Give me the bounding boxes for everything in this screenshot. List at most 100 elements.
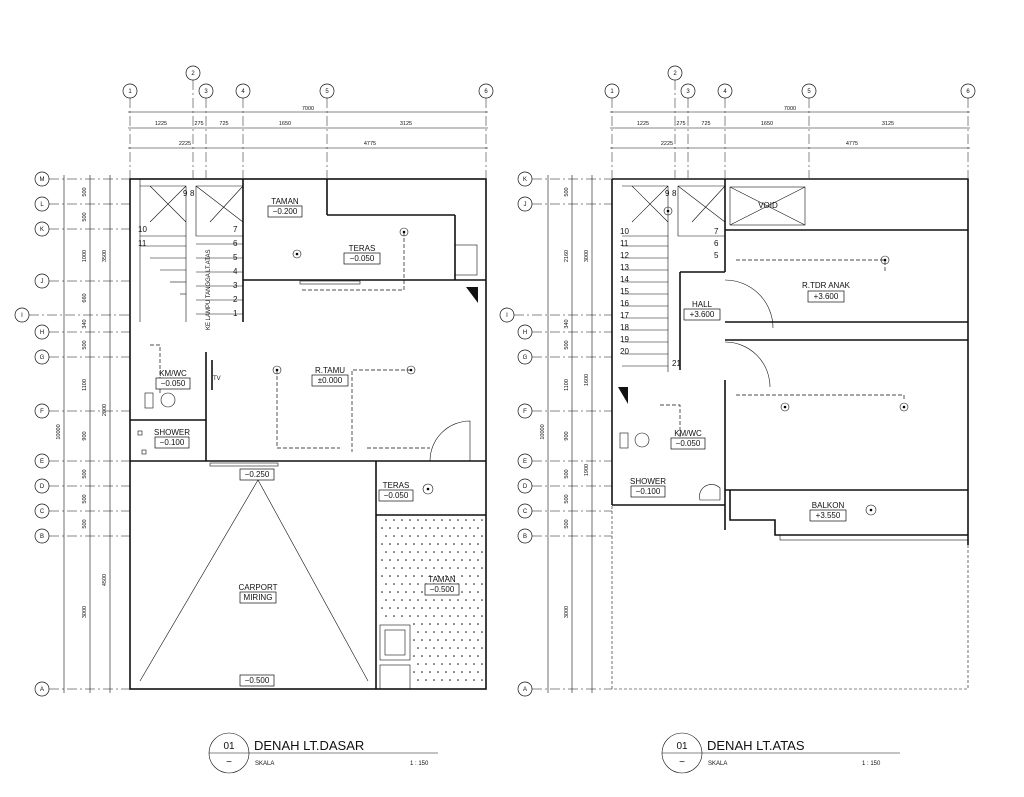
hatch-dot — [389, 575, 391, 577]
hatch-dot — [393, 599, 395, 601]
hatch-dot — [385, 615, 387, 617]
svg-text:E: E — [40, 459, 44, 465]
hatch-dot — [457, 679, 459, 681]
garden-hatch — [381, 519, 483, 681]
svg-text:1: 1 — [233, 309, 238, 318]
plan-lt-atas: 1 2 3 4 5 6 7000 1225 275 725 1650 3125 … — [499, 65, 976, 774]
hatch-dot — [409, 599, 411, 601]
hatch-dot — [469, 559, 471, 561]
hatch-dot — [405, 559, 407, 561]
hatch-dot — [477, 575, 479, 577]
svg-text:500: 500 — [82, 340, 88, 349]
hatch-dot — [381, 575, 383, 577]
hatch-dot — [469, 639, 471, 641]
hatch-dot — [441, 679, 443, 681]
svg-text:8: 8 — [672, 189, 677, 198]
hatch-dot — [433, 551, 435, 553]
hatch-dot — [473, 679, 475, 681]
svg-text:500: 500 — [82, 469, 88, 478]
hatch-dot — [393, 535, 395, 537]
svg-text:9: 9 — [183, 189, 188, 198]
hatch-dot — [381, 591, 383, 593]
hatch-dot — [381, 559, 383, 561]
hatch-dot — [457, 519, 459, 521]
hatch-dot — [409, 551, 411, 553]
svg-text:2225: 2225 — [179, 141, 191, 147]
hatch-dot — [437, 575, 439, 577]
svg-text:−0.500: −0.500 — [430, 585, 455, 594]
top-dimensions: 7000 1225 275 725 1650 3125 2225 4775 — [128, 80, 488, 178]
hatch-dot — [417, 567, 419, 569]
hatch-dot — [481, 551, 483, 553]
svg-text:−0.050: −0.050 — [350, 254, 375, 263]
hatch-dot — [413, 575, 415, 577]
svg-text:1225: 1225 — [155, 121, 167, 127]
svg-text:10: 10 — [138, 225, 147, 234]
hatch-dot — [413, 607, 415, 609]
svg-text:KM/WC: KM/WC — [674, 429, 702, 438]
hatch-dot — [481, 519, 483, 521]
hatch-dot — [469, 607, 471, 609]
hatch-dot — [445, 543, 447, 545]
svg-text:660: 660 — [82, 293, 88, 302]
hatch-dot — [425, 567, 427, 569]
hatch-dot — [445, 623, 447, 625]
svg-text:1 : 150: 1 : 150 — [862, 761, 881, 767]
hatch-dot — [437, 655, 439, 657]
hatch-dot — [381, 543, 383, 545]
svg-text:20: 20 — [620, 347, 629, 356]
hatch-dot — [481, 631, 483, 633]
hatch-dot — [441, 535, 443, 537]
hatch-dot — [481, 583, 483, 585]
hatch-dot — [453, 543, 455, 545]
svg-text:+3.550: +3.550 — [816, 511, 841, 520]
svg-text:7000: 7000 — [784, 106, 796, 112]
hatch-dot — [461, 639, 463, 641]
hatch-dot — [469, 543, 471, 545]
hatch-dot — [449, 567, 451, 569]
svg-text:1900: 1900 — [584, 464, 590, 476]
hatch-dot — [405, 527, 407, 529]
svg-text:1225: 1225 — [637, 121, 649, 127]
hatch-dot — [413, 543, 415, 545]
svg-text:1650: 1650 — [279, 121, 291, 127]
svg-text:R.TDR ANAK: R.TDR ANAK — [802, 281, 851, 290]
hatch-dot — [441, 567, 443, 569]
hatch-dot — [473, 567, 475, 569]
svg-text:500: 500 — [82, 212, 88, 221]
tv-label: TV — [213, 376, 221, 382]
hatch-dot — [417, 679, 419, 681]
hatch-dot — [477, 639, 479, 641]
svg-text:500: 500 — [564, 469, 570, 478]
grid-bubble-2: 2 — [185, 65, 201, 81]
grid-bubble-6: 6 — [478, 83, 494, 99]
stair-light-label: KE LAMPU TANGGA LT.ATAS — [206, 250, 212, 330]
svg-text:5: 5 — [325, 89, 329, 95]
hatch-dot — [413, 639, 415, 641]
svg-text:TERAS: TERAS — [383, 481, 410, 490]
svg-text:10: 10 — [620, 227, 629, 236]
hatch-dot — [453, 623, 455, 625]
hatch-dot — [473, 631, 475, 633]
svg-text:4: 4 — [723, 89, 727, 95]
hatch-dot — [469, 623, 471, 625]
svg-text:1: 1 — [610, 89, 614, 95]
hatch-dot — [385, 599, 387, 601]
hatch-dot — [425, 535, 427, 537]
hatch-dot — [413, 623, 415, 625]
svg-text:K: K — [40, 227, 44, 233]
hatch-dot — [481, 599, 483, 601]
hatch-dot — [421, 591, 423, 593]
svg-text:KM/WC: KM/WC — [159, 369, 187, 378]
hatch-dot — [385, 535, 387, 537]
hatch-dot — [469, 655, 471, 657]
svg-text:A: A — [523, 687, 527, 693]
svg-text:±0.000: ±0.000 — [318, 376, 343, 385]
hatch-dot — [429, 543, 431, 545]
svg-text:−0.100: −0.100 — [636, 487, 661, 496]
svg-text:TAMAN: TAMAN — [428, 575, 456, 584]
room-labels-atas: VOID R.TDR ANAK +3.600 HALL +3.600 KM/WC… — [630, 201, 851, 522]
hatch-dot — [457, 663, 459, 665]
svg-text:J: J — [41, 279, 44, 285]
hatch-dot — [461, 591, 463, 593]
